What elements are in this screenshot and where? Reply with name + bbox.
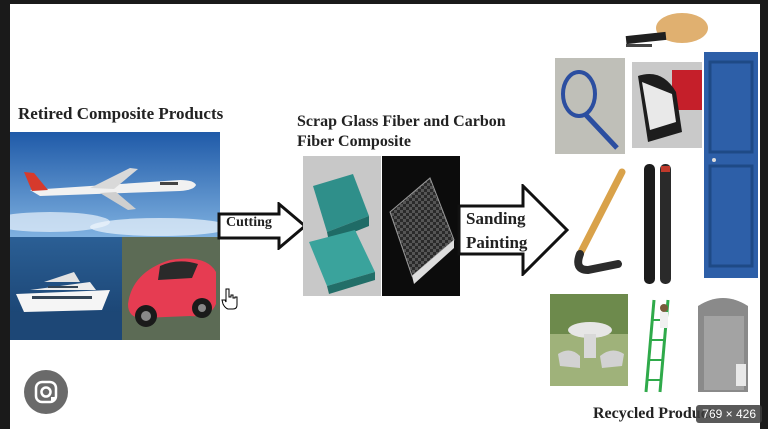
hand-pointer-icon	[221, 288, 238, 310]
cutting-arrow	[217, 202, 307, 250]
google-lens-icon	[34, 380, 58, 404]
sanding-painting-arrow	[457, 184, 569, 276]
sports-car-icon	[128, 258, 216, 327]
carbon-fiber-photo	[382, 156, 460, 296]
glass-fiber-sample-icon	[309, 174, 375, 294]
image-dimensions-badge: 769 × 426	[696, 405, 762, 423]
picnic-table-photo	[550, 294, 628, 386]
inline-skate-icon	[638, 70, 702, 142]
retired-products-photo	[10, 132, 220, 340]
picnic-table-icon	[550, 294, 628, 368]
door-icon	[708, 60, 754, 268]
hockey-stick-photo	[574, 168, 626, 275]
carbon-fiber-sample-icon	[389, 177, 455, 284]
airplane-icon	[24, 168, 196, 210]
yacht-icon	[16, 272, 110, 312]
sanding-label: Sanding	[466, 209, 526, 228]
retired-products-label: Retired Composite Products	[18, 104, 224, 123]
cutting-label: Cutting	[226, 215, 272, 230]
skis-photo	[644, 164, 671, 284]
google-lens-button[interactable]	[24, 370, 68, 414]
tennis-racket-icon	[561, 70, 619, 150]
table-tennis-paddle-photo	[625, 13, 708, 47]
tennis-racket-photo	[555, 58, 625, 154]
painting-label: Painting	[466, 233, 528, 252]
ladder-photo	[644, 299, 670, 393]
portable-toilet-photo	[698, 298, 748, 392]
scrap-composite-label: Scrap Glass Fiber and Carbon Fiber Compo…	[297, 113, 506, 150]
glass-fiber-photo	[303, 156, 381, 296]
retired-products-collage	[10, 132, 220, 340]
image-panel[interactable]: Retired Composite Products Scrap Glass F…	[10, 4, 760, 429]
recycled-products-label: Recycled Products	[593, 405, 720, 422]
skate-boot-photo	[632, 62, 702, 148]
door-photo	[704, 52, 758, 278]
